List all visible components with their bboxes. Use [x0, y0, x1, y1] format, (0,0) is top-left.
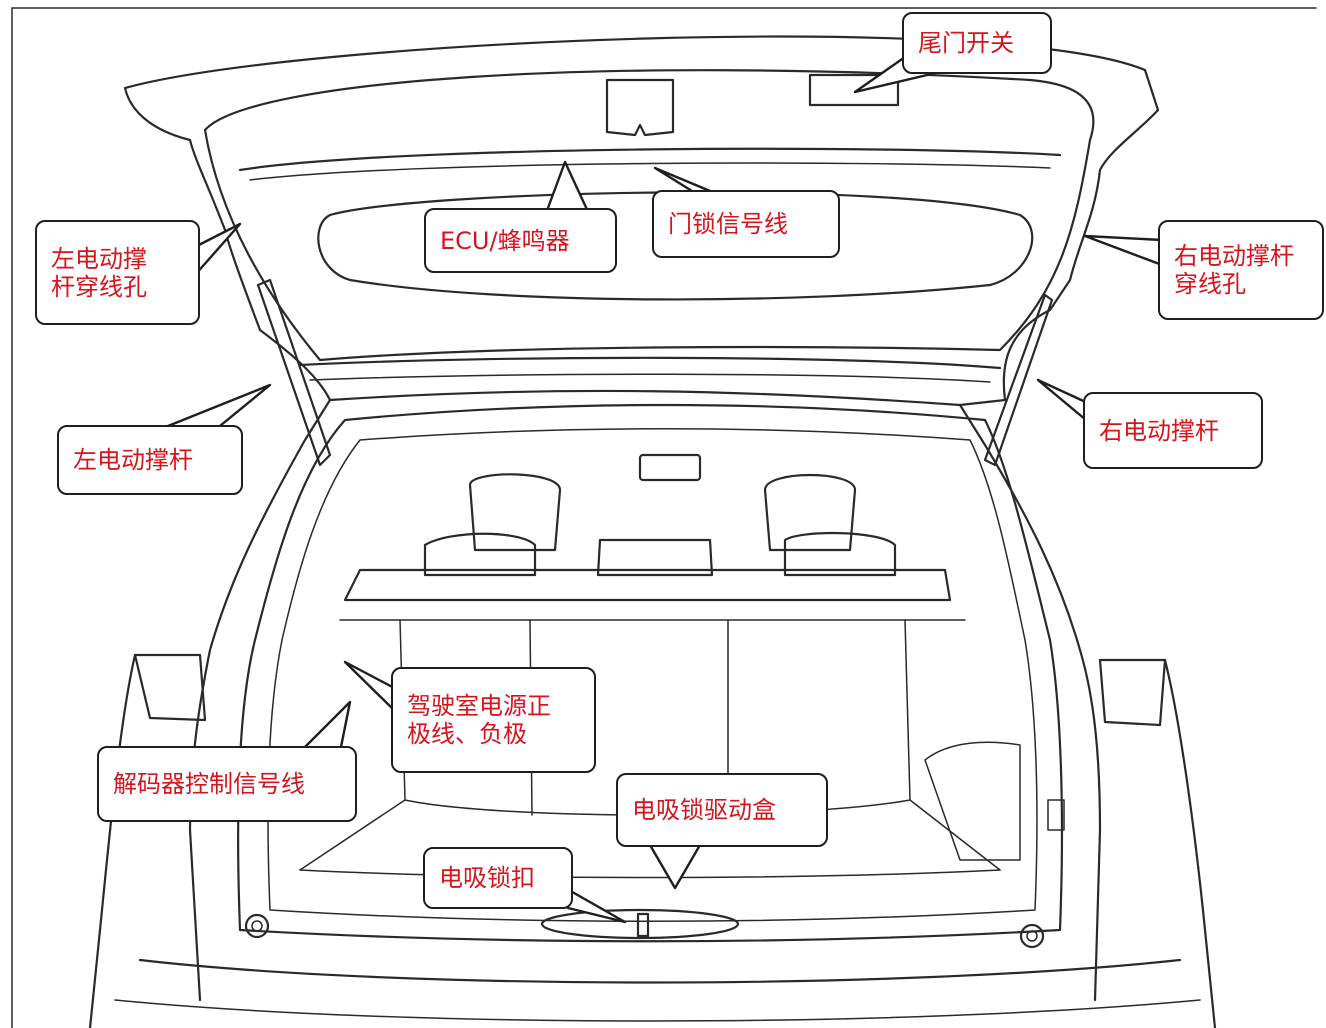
label-left-strut: 左电动撑杆: [57, 425, 243, 495]
label-left-strut-hole: 左电动撑 杆穿线孔: [35, 220, 200, 325]
label-ecu-buzzer: ECU/蜂鸣器: [424, 208, 617, 273]
label-latch-striker: 电吸锁扣: [423, 847, 573, 909]
label-cab-power: 驾驶室电源正 极线、负极: [391, 667, 596, 773]
label-tailgate-switch: 尾门开关: [902, 12, 1052, 74]
label-right-strut: 右电动撑杆: [1083, 392, 1263, 469]
label-right-strut-hole: 右电动撑杆 穿线孔: [1158, 220, 1324, 320]
label-decoder-signal: 解码器控制信号线: [97, 746, 357, 822]
label-door-lock-signal: 门锁信号线: [652, 190, 840, 258]
label-latch-driver-box: 电吸锁驱动盒: [616, 773, 828, 847]
